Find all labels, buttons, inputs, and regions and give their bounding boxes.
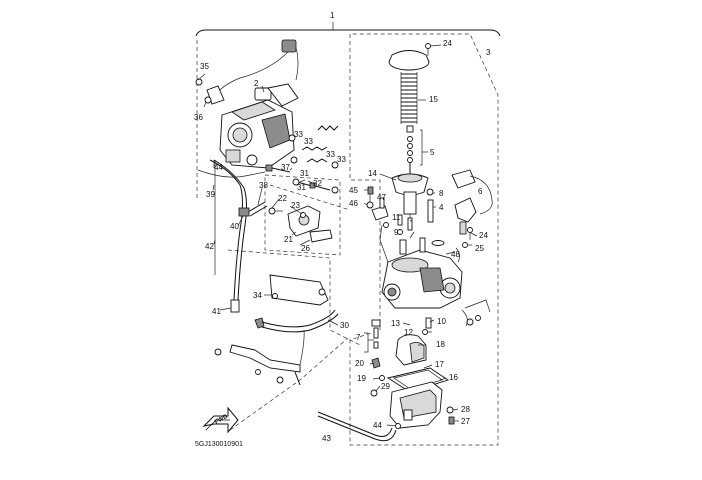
part-label-16: 16 (449, 373, 458, 382)
float-bowl-gasket (386, 367, 450, 393)
part-label-14: 14 (368, 169, 377, 178)
diagram-code: 5GJ130010901 (195, 441, 243, 448)
part-label-29: 29 (381, 382, 390, 391)
part-label-33c: 33 (326, 150, 335, 159)
part-label-2: 2 (254, 79, 259, 88)
part-label-20: 20 (355, 359, 364, 368)
lower-left-bracket (214, 274, 339, 386)
jets-and-float (371, 317, 432, 381)
part-label-37: 37 (281, 163, 290, 172)
part-label-15: 15 (429, 95, 438, 104)
part-label-24b: 24 (479, 231, 488, 240)
part-label-44b: 44 (373, 421, 382, 430)
part-label-33a: 33 (294, 130, 303, 139)
part-label-43: 43 (322, 434, 331, 443)
part-label-44a: 44 (214, 163, 223, 172)
float-bowl (370, 381, 455, 429)
part-label-38: 38 (259, 181, 268, 190)
part-label-31a: 31 (300, 169, 309, 178)
part-label-3: 3 (486, 48, 491, 57)
leader-lines (197, 44, 478, 427)
part-label-8: 8 (439, 189, 444, 198)
part-label-28: 28 (461, 405, 470, 414)
part-labels: 1 2 3 4 5 6 7 8 9 10 11 12 13 14 15 16 1… (194, 11, 491, 443)
part-label-5: 5 (430, 148, 435, 157)
left-hoses (197, 159, 268, 313)
right-linkage (461, 299, 491, 327)
part-label-35: 35 (200, 62, 209, 71)
piston-valve (391, 173, 429, 225)
part-label-47: 47 (377, 193, 386, 202)
part-label-1: 1 (330, 11, 335, 20)
part-label-26: 26 (301, 244, 310, 253)
part-label-21: 21 (284, 235, 293, 244)
right-carburetor-body (379, 224, 463, 309)
part-label-12: 12 (404, 328, 413, 337)
diaphragm-spring (400, 72, 418, 124)
throttle-position-sensor (195, 39, 299, 107)
part-label-4: 4 (439, 203, 444, 212)
part-label-17: 17 (435, 360, 444, 369)
part-label-13: 13 (391, 319, 400, 328)
part-label-41: 41 (212, 307, 221, 316)
left-screws (265, 164, 339, 194)
jet-needle-parts (406, 125, 414, 175)
part-label-36: 36 (194, 113, 203, 122)
part-label-42: 42 (205, 242, 214, 251)
right-fittings (426, 169, 493, 263)
part-label-18: 18 (436, 340, 445, 349)
mid-left-parts (268, 205, 333, 243)
left-springs (288, 125, 339, 169)
part-label-7: 7 (356, 333, 361, 342)
part-label-11: 11 (392, 213, 401, 222)
part-label-27: 27 (461, 417, 470, 426)
part-label-45: 45 (349, 186, 358, 195)
drain-hose (317, 411, 401, 442)
part-label-9: 9 (394, 228, 399, 237)
part-label-6: 6 (478, 187, 483, 196)
fwd-arrow-icon: FWD (202, 406, 239, 434)
pilot-parts (366, 186, 413, 235)
part-label-23: 23 (291, 201, 300, 210)
part-label-30: 30 (340, 321, 349, 330)
float (395, 334, 427, 366)
part-label-10: 10 (437, 317, 446, 326)
part-label-33d: 33 (337, 155, 346, 164)
part-label-46: 46 (349, 199, 358, 208)
part-label-32: 32 (313, 179, 322, 188)
part-label-39: 39 (206, 190, 215, 199)
part-label-19: 19 (357, 374, 366, 383)
part-label-40: 40 (230, 222, 239, 231)
part-label-24a: 24 (443, 39, 452, 48)
part-label-25: 25 (475, 244, 484, 253)
assembly-bracket (195, 22, 501, 37)
diaphragm-cover (388, 43, 431, 71)
part-label-22: 22 (278, 194, 287, 203)
part-label-31b: 31 (297, 183, 306, 192)
part-label-48: 48 (451, 250, 460, 259)
part-label-34: 34 (253, 291, 262, 300)
left-carburetor-body (219, 87, 295, 169)
sub-assembly-outline (196, 33, 499, 446)
part-label-33b: 33 (304, 137, 313, 146)
